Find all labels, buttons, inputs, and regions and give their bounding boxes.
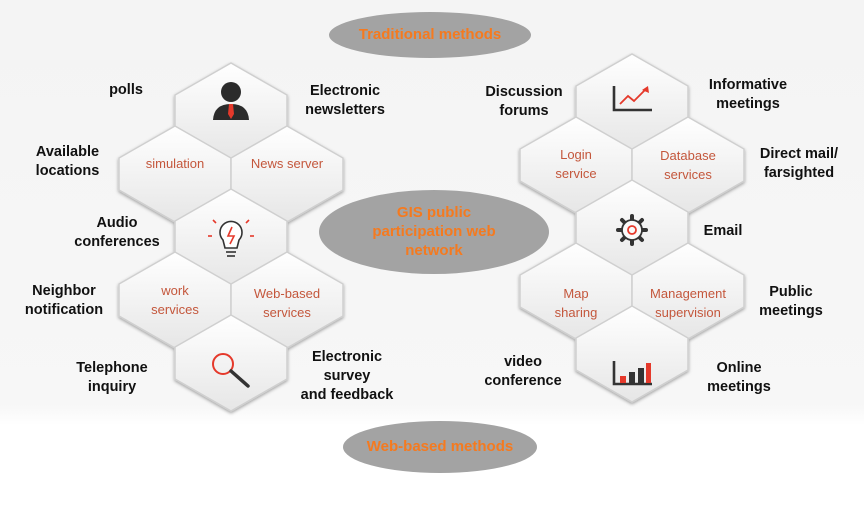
center-pill-line-1: GIS public <box>396 204 472 221</box>
center-pill <box>319 190 549 274</box>
telephone-inquiry-label: Telephone inquiry <box>60 359 164 397</box>
electronic-survey-line-1: Electronic <box>311 349 383 365</box>
person-icon <box>213 82 249 120</box>
online-meetings-label: Online meetings <box>691 359 787 397</box>
informative-meetings-line-1: Informative <box>708 77 788 93</box>
hex-bar-chart <box>575 305 689 403</box>
bottom-pill-label: Web-based methods <box>366 438 514 455</box>
electronic-newsletters-line-2: newsletters <box>305 102 385 118</box>
work-services-line-2: services <box>151 302 199 317</box>
map-sharing-line-2: sharing <box>554 305 598 320</box>
audio-conferences-line-2: conferences <box>74 234 160 250</box>
center-pill-line-2: participation web <box>372 223 496 240</box>
trend-chart-icon <box>612 86 652 112</box>
direct-mail-label: Direct mail/ farsighted <box>744 145 854 183</box>
lightbulb-icon <box>208 219 254 257</box>
video-conference-line-1: video <box>504 354 542 370</box>
email-label: Email <box>703 223 743 239</box>
work-services-label: work services <box>123 281 227 319</box>
management-supervision-line-1: Management <box>650 286 726 301</box>
database-services-label: Database services <box>636 146 740 184</box>
database-services-line-2: services <box>664 167 712 182</box>
top-pill-label: Traditional methods <box>358 26 502 43</box>
electronic-survey-label: Electronic survey and feedback <box>288 348 406 405</box>
magnifier-icon <box>212 353 250 388</box>
discussion-forums-line-1: Discussion <box>485 84 563 100</box>
news-server-label: News server <box>250 156 324 171</box>
database-services-line-1: Database <box>660 148 716 163</box>
center-pill-label: GIS public participation web network <box>334 203 534 260</box>
telephone-inquiry-line-1: Telephone <box>76 360 148 376</box>
informative-meetings-line-2: meetings <box>716 96 780 112</box>
available-locations-line-1: Available <box>35 144 100 160</box>
neighbor-notification-line-2: notification <box>24 302 104 318</box>
online-meetings-line-2: meetings <box>707 379 771 395</box>
gear-icon <box>616 214 648 246</box>
web-based-services-line-2: services <box>263 305 311 320</box>
video-conference-line-2: conference <box>484 373 562 389</box>
online-meetings-line-1: Online <box>716 360 762 376</box>
informative-meetings-label: Informative meetings <box>693 76 803 114</box>
web-based-services-line-1: Web-based <box>253 286 321 301</box>
polls-label: polls <box>109 82 143 98</box>
direct-mail-line-1: Direct mail/ <box>759 146 839 162</box>
hex-magnifier <box>174 314 288 412</box>
available-locations-label: Available locations <box>20 143 115 181</box>
public-meetings-line-2: meetings <box>759 303 823 319</box>
available-locations-line-2: locations <box>35 163 100 179</box>
audio-conferences-label: Audio conferences <box>63 214 171 252</box>
direct-mail-line-2: farsighted <box>763 165 835 181</box>
telephone-inquiry-line-2: inquiry <box>87 379 137 395</box>
public-meetings-label: Public meetings <box>744 283 838 321</box>
bar-chart-icon <box>612 361 652 386</box>
right-hexagon-column <box>519 53 745 403</box>
public-meetings-line-1: Public <box>769 284 813 300</box>
map-sharing-label: Map sharing <box>524 284 628 322</box>
electronic-survey-line-2: survey <box>323 368 371 384</box>
management-supervision-line-2: supervision <box>655 305 721 320</box>
login-service-line-2: service <box>555 166 597 181</box>
electronic-survey-line-3: and feedback <box>300 387 394 403</box>
simulation-label: simulation <box>145 156 205 171</box>
work-services-line-1: work <box>161 283 189 298</box>
electronic-newsletters-line-1: Electronic <box>309 83 381 99</box>
video-conference-label: video conference <box>470 353 576 391</box>
neighbor-notification-label: Neighbor notification <box>12 282 116 320</box>
audio-conferences-line-1: Audio <box>96 215 138 231</box>
discussion-forums-label: Discussion forums <box>474 83 574 121</box>
login-service-label: Login service <box>524 145 628 183</box>
discussion-forums-line-2: forums <box>499 103 549 119</box>
bottom-pill <box>343 421 537 473</box>
login-service-line-1: Login <box>560 147 592 162</box>
web-based-services-label: Web-based services <box>235 284 339 322</box>
map-sharing-line-1: Map <box>563 286 589 301</box>
center-pill-line-3: network <box>405 242 463 259</box>
management-supervision-label: Management supervision <box>634 284 742 322</box>
neighbor-notification-line-1: Neighbor <box>32 283 96 299</box>
top-pill <box>329 12 531 58</box>
electronic-newsletters-label: Electronic newsletters <box>290 82 400 120</box>
